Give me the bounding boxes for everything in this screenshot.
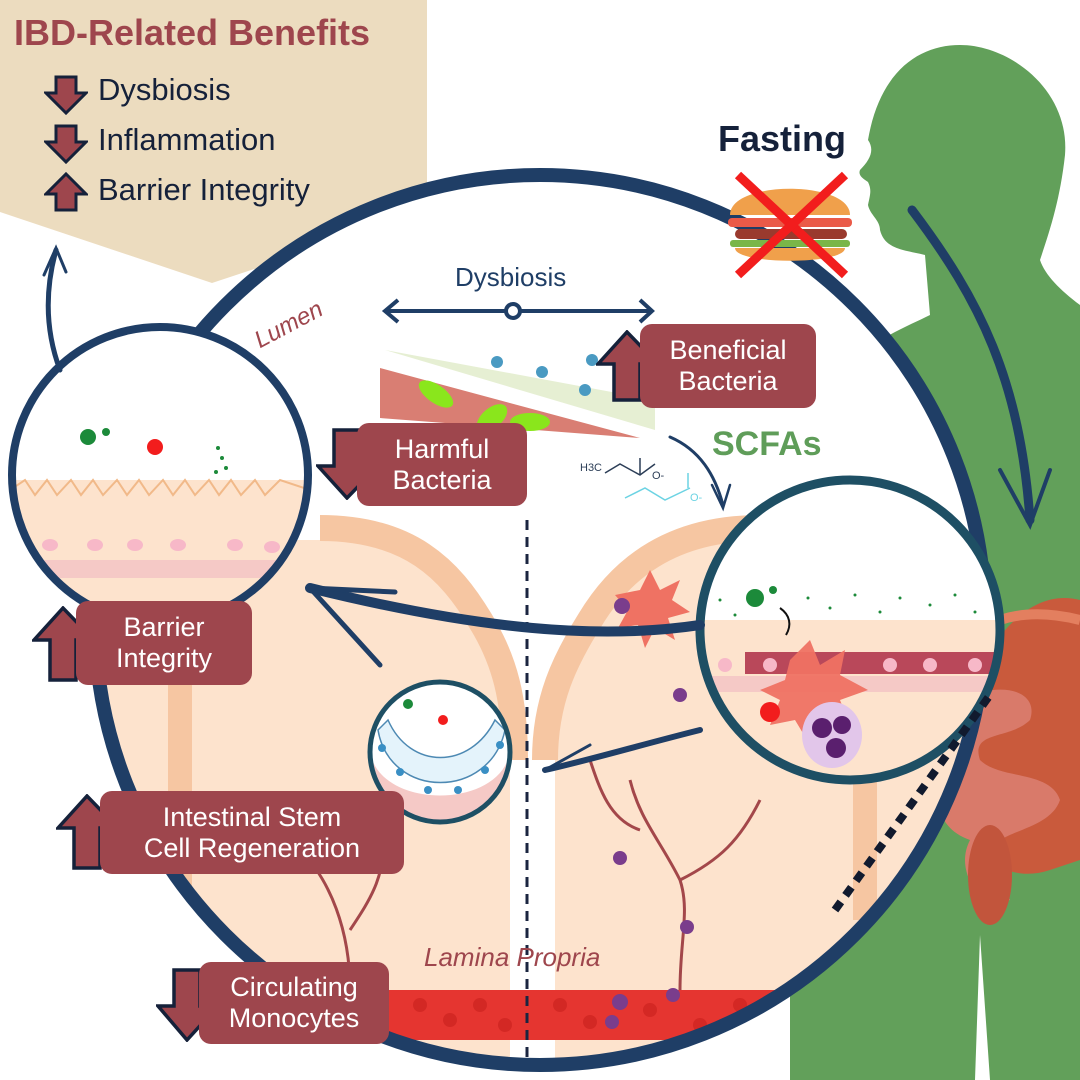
effect-label-box: Harmful Bacteria [357, 423, 527, 506]
molecule-group-label: H3C [580, 462, 603, 474]
effect-label-box: Circulating Monocytes [199, 962, 389, 1044]
fasting-title: Fasting [718, 118, 847, 159]
benefit-label: Dysbiosis [98, 72, 231, 107]
burger-icon [728, 171, 852, 279]
effect-label-box: Barrier Integrity [76, 601, 252, 685]
flow-arrows [42, 205, 1052, 773]
magnifier-stem-cells [367, 679, 513, 825]
arrow-up-icon [44, 172, 88, 212]
scfa-molecules [604, 458, 691, 501]
effect-line2: Bacteria [678, 366, 778, 396]
benefit-label: Inflammation [98, 122, 276, 157]
effect-line2: Integrity [115, 643, 213, 673]
effect-line2: Bacteria [392, 464, 492, 495]
benefit-label: Barrier Integrity [98, 172, 310, 207]
benefits-title: IBD-Related Benefits [14, 12, 371, 53]
effect-line1: Barrier [123, 612, 205, 642]
dysbiosis-label: Dysbiosis [455, 262, 567, 292]
magnifier-barrier-integrity [8, 323, 312, 627]
effect-label-box: Intestinal Stem Cell Regeneration [100, 791, 404, 874]
benefits-panel-bg [0, 0, 427, 283]
dysbiosis-scale [381, 298, 655, 324]
arrow-down-icon [44, 75, 88, 115]
lamina-propria-label: Lamina Propria [424, 942, 601, 972]
effect-line1: Beneficial [669, 335, 787, 365]
scfas-label: SCFAs [712, 425, 822, 463]
arrow-down-icon [44, 124, 88, 164]
zoom-indicator-line [831, 692, 994, 913]
effect-line2: Cell Regeneration [143, 832, 361, 863]
effect-label-box: Beneficial Bacteria [640, 324, 816, 408]
effect-line1: Harmful [394, 433, 490, 464]
molecule-charge-label: O- [652, 470, 665, 482]
effect-line2: Monocytes [228, 1003, 360, 1033]
effect-line1: Circulating [230, 972, 358, 1002]
effect-line1: Intestinal Stem [162, 801, 342, 832]
molecule-charge-label-2: O- [690, 492, 703, 504]
